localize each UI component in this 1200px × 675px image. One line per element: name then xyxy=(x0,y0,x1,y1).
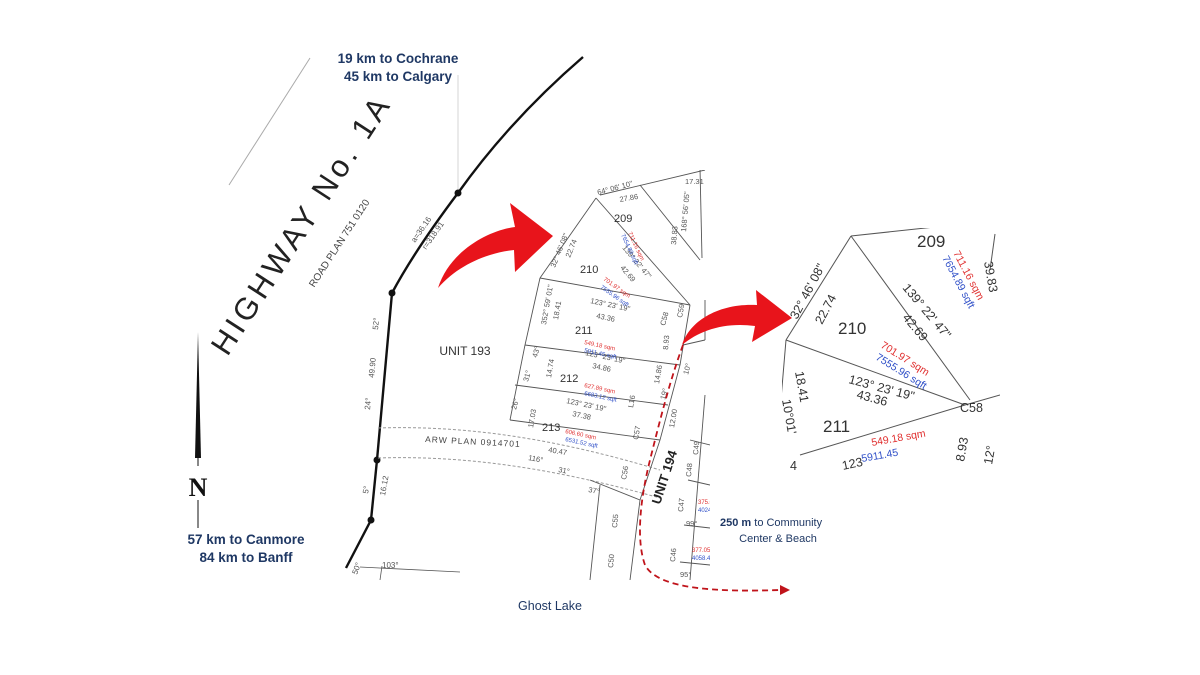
length-label: 42.69 xyxy=(618,264,637,284)
curve-label: C58 xyxy=(658,311,670,327)
bearing-label: 99° xyxy=(686,519,697,528)
walking-path-line xyxy=(639,344,781,592)
path-arrowhead-icon xyxy=(780,585,790,595)
length-label: 40.47 xyxy=(548,445,568,457)
arw-strip-edge xyxy=(377,457,661,499)
length-label: 18.41 xyxy=(551,300,563,320)
zoom-lot-209-label: 209 xyxy=(917,232,945,251)
length-label: 17.31 xyxy=(685,177,704,186)
bearing-label: 103° xyxy=(382,561,399,570)
zoom-length-label: 18.41 xyxy=(792,370,811,403)
unit-194-label: UNIT 194 xyxy=(649,448,681,506)
survey-plan-section: 209 210 211 212 213 32° 46' 08" 64° 06' … xyxy=(509,163,728,580)
curved-arrow-icon xyxy=(682,290,792,345)
bearing-label: 26° xyxy=(509,397,521,410)
bearing-label: 92° 05' xyxy=(675,163,699,172)
length-label: 12.00 xyxy=(667,408,679,428)
zoom-length-label: 39.83 xyxy=(981,260,1000,293)
curve-label: C57 xyxy=(631,425,642,440)
bearing-label: 19° xyxy=(658,387,670,400)
curve-label: C47 xyxy=(676,498,686,512)
north-label: N xyxy=(189,473,208,502)
curve-label: C48 xyxy=(684,463,694,477)
curve-label: C56 xyxy=(619,465,630,480)
ghost-lake-label: Ghost Lake xyxy=(518,599,582,613)
bearing-label: 168° 56' 05" xyxy=(679,191,692,232)
bearing-label: 43° xyxy=(530,345,542,358)
curve-label: C50 xyxy=(606,554,616,568)
area-sqm: 377.05 sqm xyxy=(692,548,723,554)
zoom-area-sqft: 5911.45 xyxy=(860,447,899,465)
arw-strip-edge xyxy=(377,427,661,471)
south-distance-line2: 84 km to Banff xyxy=(199,550,293,565)
lot-213-label: 213 xyxy=(542,422,560,434)
length-label: 43.36 xyxy=(596,311,616,324)
curve-label: C46 xyxy=(668,548,678,562)
zoom-lot-211-label: 211 xyxy=(823,417,850,436)
length-label: 37.38 xyxy=(572,409,592,422)
lot-line xyxy=(359,566,461,573)
south-distance-line1: 57 km to Canmore xyxy=(187,532,305,547)
zoom-length-label: 4 xyxy=(790,459,797,473)
lot-211-label: 211 xyxy=(575,325,593,337)
length-label: 14.74 xyxy=(544,358,556,378)
bearing-label: 37° xyxy=(588,485,601,496)
curved-arrow-icon xyxy=(438,203,553,288)
lot-212-label: 212 xyxy=(560,373,578,385)
zoom-length-label: 8.93 xyxy=(953,436,971,462)
area-sqft: 4058.49 sqft xyxy=(692,556,725,562)
community-distance-line1: 250 m to Community xyxy=(720,517,823,529)
north-distance-line1: 19 km to Cochrane xyxy=(338,51,459,66)
zoom-bearing-label: 12° xyxy=(981,444,998,465)
length-label: 17.03 xyxy=(526,408,538,428)
unit-193-label: UNIT 193 xyxy=(439,344,490,358)
lot-line xyxy=(379,565,383,581)
length-label: 49.90 xyxy=(367,357,378,378)
bearing-label: 31° xyxy=(521,369,533,382)
bearing-label: 10° xyxy=(681,362,693,375)
community-distance-line2: Center & Beach xyxy=(739,533,817,545)
zoom-lot-210-label: 210 xyxy=(838,319,866,338)
arw-plan-label: ARW PLAN 0914701 xyxy=(425,434,521,449)
length-label: 38.83 xyxy=(669,226,680,245)
zoom-curve-label: C58 xyxy=(960,401,983,415)
bearing-label: 5° xyxy=(361,485,371,494)
area-sqft: 4024.9 sqft xyxy=(698,508,728,514)
zoomed-plan-inset: 209 210 211 32° 46' 08" 22.74 139° 22' 4… xyxy=(779,228,1000,473)
area-sqm: 375.0 sqm xyxy=(698,500,726,506)
bearing-label: 31° xyxy=(558,465,571,476)
bearing-label: 50° xyxy=(350,561,363,575)
zoom-bearing-label: 123 xyxy=(841,455,864,473)
bearing-label: 116° xyxy=(528,453,544,464)
lot-209-label: 209 xyxy=(614,213,632,225)
boundary-marker xyxy=(454,189,462,197)
boundary-marker xyxy=(367,516,375,524)
curve-label: C59 xyxy=(675,303,686,318)
length-label: 34.86 xyxy=(592,361,612,374)
bearing-label: 95° xyxy=(680,570,691,579)
highway-edge-line xyxy=(228,57,311,186)
north-arrow-icon xyxy=(195,332,201,528)
boundary-marker xyxy=(388,289,396,297)
length-label: 14.86 xyxy=(652,364,664,384)
length-label: 8.93 xyxy=(661,335,671,350)
curve-label: L16 xyxy=(626,394,637,408)
length-label: 16.12 xyxy=(378,475,390,497)
curve-label: C49 xyxy=(691,441,701,455)
zoom-length-label: 22.74 xyxy=(812,292,839,326)
lot-210-label: 210 xyxy=(580,264,598,276)
north-distance-line2: 45 km to Calgary xyxy=(344,69,453,84)
length-label: 27.86 xyxy=(619,192,639,204)
zoom-bearing-label: 10°01' xyxy=(779,398,799,435)
bearing-label: 24° xyxy=(363,397,373,410)
curve-label: C55 xyxy=(610,514,620,528)
bearing-label: 52° xyxy=(371,317,381,330)
highway-label: HIGHWAY No. 1A xyxy=(204,87,399,361)
